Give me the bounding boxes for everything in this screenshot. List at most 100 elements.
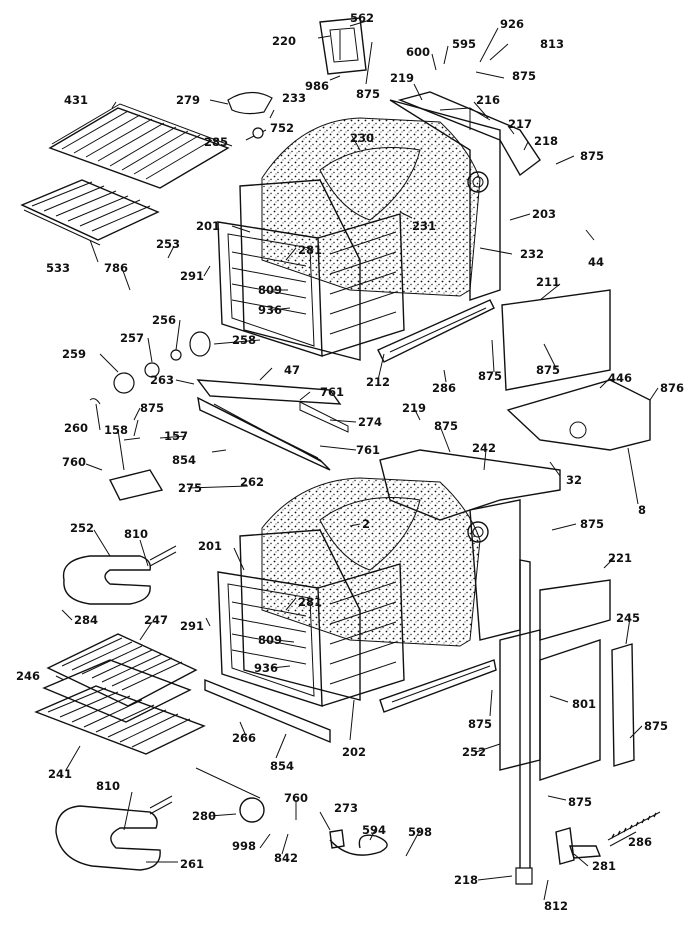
callout-260: 260 [64,421,88,435]
callout-44: 44 [588,255,604,269]
callout-600: 600 [406,45,430,59]
broil-pan-bottom-246 [42,659,192,723]
callout-875: 875 [580,517,604,531]
callout-258: 258 [232,333,256,347]
callout-252: 252 [462,745,486,759]
callout-286: 286 [432,381,456,395]
callout-8: 8 [638,503,646,517]
callout-809: 809 [258,633,282,647]
oven-rack-533 [20,179,160,246]
upper-top-frame-216 [397,91,541,177]
bracket-245 [611,643,635,767]
callout-291: 291 [180,619,204,633]
callout-158: 158 [104,423,128,437]
upper-side-panel-203 [389,99,501,301]
callout-875: 875 [356,87,380,101]
vent-cap-279 [227,91,273,115]
callout-47: 47 [284,363,300,377]
callout-854: 854 [172,453,196,467]
callout-936: 936 [258,303,282,317]
callout-598: 598 [408,825,432,839]
callout-218: 218 [534,134,558,148]
callout-275: 275 [178,481,202,495]
callout-760: 760 [62,455,86,469]
callout-810: 810 [124,527,148,541]
callout-246: 246 [16,669,40,683]
middle-rail-262 [196,379,342,471]
callout-280: 280 [192,809,216,823]
callout-813: 813 [540,37,564,51]
panel-221 [539,579,611,641]
callout-875: 875 [512,69,536,83]
callout-926: 926 [500,17,524,31]
callout-262: 262 [240,475,264,489]
callout-233: 233 [282,91,306,105]
callout-257: 257 [120,331,144,345]
callout-201: 201 [198,539,222,553]
callout-230: 230 [350,131,374,145]
callout-876: 876 [660,381,684,395]
callout-252: 252 [70,521,94,535]
callout-801: 801 [572,697,596,711]
callout-875: 875 [478,369,502,383]
callout-595: 595 [452,37,476,51]
callout-291: 291 [180,269,204,283]
callout-809: 809 [258,283,282,297]
callout-279: 279 [176,93,200,107]
callout-986: 986 [305,79,329,93]
callout-875: 875 [468,717,492,731]
callout-284: 284 [74,613,98,627]
callout-220: 220 [272,34,296,48]
bake-element-261 [55,795,173,871]
callout-253: 253 [156,237,180,251]
callout-2: 2 [362,517,370,531]
callout-281: 281 [298,243,322,257]
callout-203: 203 [532,207,556,221]
callout-259: 259 [62,347,86,361]
callout-431: 431 [64,93,88,107]
wire-harness-594 [329,829,388,856]
callout-261: 261 [180,857,204,871]
callout-242: 242 [472,441,496,455]
callout-266: 266 [232,731,256,745]
spring-286 [607,811,661,841]
vent-trim-220 [319,17,367,75]
callout-786: 786 [104,261,128,275]
callout-231: 231 [412,219,436,233]
callout-286: 286 [628,835,652,849]
parts [20,17,661,885]
callout-217: 217 [508,117,532,131]
back-panel-211 [501,289,611,391]
callout-241: 241 [48,767,72,781]
callout-562: 562 [350,11,374,25]
broil-element-252 [62,545,177,605]
drip-tray-275 [108,429,164,501]
panel-252 [499,629,601,781]
callout-256: 256 [152,313,176,327]
callout-854: 854 [270,759,294,773]
callout-875: 875 [644,719,668,733]
callout-274: 274 [358,415,382,429]
upper-oven-cavity [217,117,481,361]
callout-221: 221 [608,551,632,565]
callout-875: 875 [580,149,604,163]
callout-446: 446 [608,371,632,385]
callout-219: 219 [402,401,426,415]
callout-875: 875 [434,419,458,433]
callout-32: 32 [566,473,582,487]
callout-201: 201 [196,219,220,233]
callout-202: 202 [342,745,366,759]
callout-281: 281 [298,595,322,609]
callout-285: 285 [204,135,228,149]
callout-875: 875 [568,795,592,809]
toe-kick-266 [204,659,497,744]
callout-273: 273 [334,801,358,815]
callout-594: 594 [362,823,386,837]
trim-strip-212 [377,299,495,363]
callout-760: 760 [284,791,308,805]
callout-212: 212 [366,375,390,389]
callout-211: 211 [536,275,560,289]
sensor-280 [195,767,265,823]
callout-263: 263 [150,373,174,387]
